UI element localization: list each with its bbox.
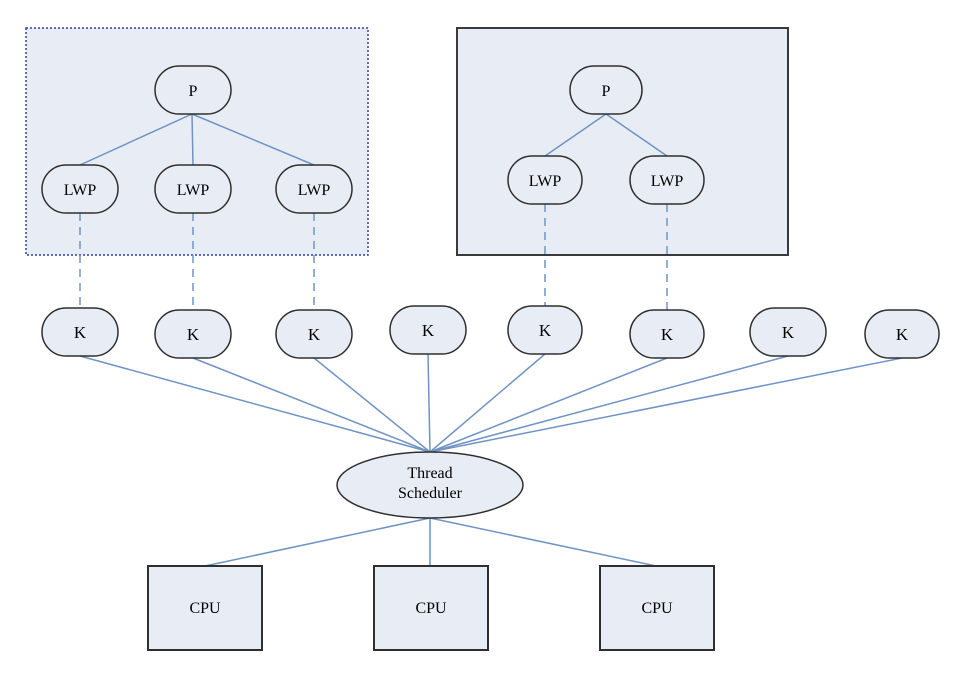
edge-k2-scheduler [192,357,431,453]
cpu-label: CPU [189,600,221,617]
scheduler-label-line1: Thread [407,465,452,482]
scheduler-label-line2: Scheduler [398,485,463,502]
kernel-thread-label: K [422,321,435,340]
edge-k4-scheduler [427,353,431,453]
lwp-node: LWP [507,155,583,205]
edge-k7-scheduler [429,355,789,453]
cpu-label: CPU [641,600,673,617]
edge-k3-scheduler [313,357,431,453]
edge-k1-scheduler [79,355,431,453]
kernel-thread-node: K [629,309,705,359]
lwp-label: LWP [177,182,210,199]
edge-k8-scheduler [429,357,903,453]
kernel-thread-node: K [749,307,827,357]
kernel-thread-node: K [389,305,467,355]
kernel-thread-label: K [539,321,552,340]
cpu-label: CPU [415,600,447,617]
kernel-thread-node: K [507,305,583,355]
lwp-label: LWP [298,182,331,199]
process-group-2 [456,27,789,256]
cpu-node: CPU [147,565,263,651]
kernel-thread-node: K [154,309,232,359]
edge-k6-scheduler [429,357,668,453]
kernel-thread-node: K [275,309,353,359]
process-group-1 [25,27,369,256]
lwp-node: LWP [629,155,705,205]
kernel-thread-label: K [74,323,87,342]
edge-p2-lwp2 [605,113,668,157]
edge-p1-lwp2 [191,113,194,166]
lwp-node: LWP [275,164,353,214]
edge-p2-lwp1 [544,113,607,157]
lwp-label: LWP [529,173,562,190]
kernel-thread-label: K [661,325,674,344]
lwp-label: LWP [64,182,97,199]
kernel-thread-label: K [896,325,909,344]
kernel-thread-label: K [308,325,321,344]
lwp-label: LWP [651,173,684,190]
edge-scheduler-cpu3 [429,517,657,567]
cpu-node: CPU [599,565,715,651]
edge-p1-lwp3 [191,113,315,166]
edge-p1-lwp1 [79,113,193,166]
kernel-thread-label: K [782,323,795,342]
process-label: P [602,83,611,100]
edge-k5-scheduler [429,353,546,453]
cpu-node: CPU [373,565,489,651]
kernel-thread-node: K [41,307,119,357]
kernel-thread-label: K [187,325,200,344]
connection-lines [79,113,903,567]
process-label: P [189,83,198,100]
thread-scheduler-node: Thread Scheduler [336,451,524,519]
kernel-thread-node: K [864,309,940,359]
process-node: P [154,65,232,115]
lwp-node: LWP [41,164,119,214]
process-node: P [569,65,643,115]
lwp-node: LWP [154,164,232,214]
edge-scheduler-cpu1 [204,517,431,567]
